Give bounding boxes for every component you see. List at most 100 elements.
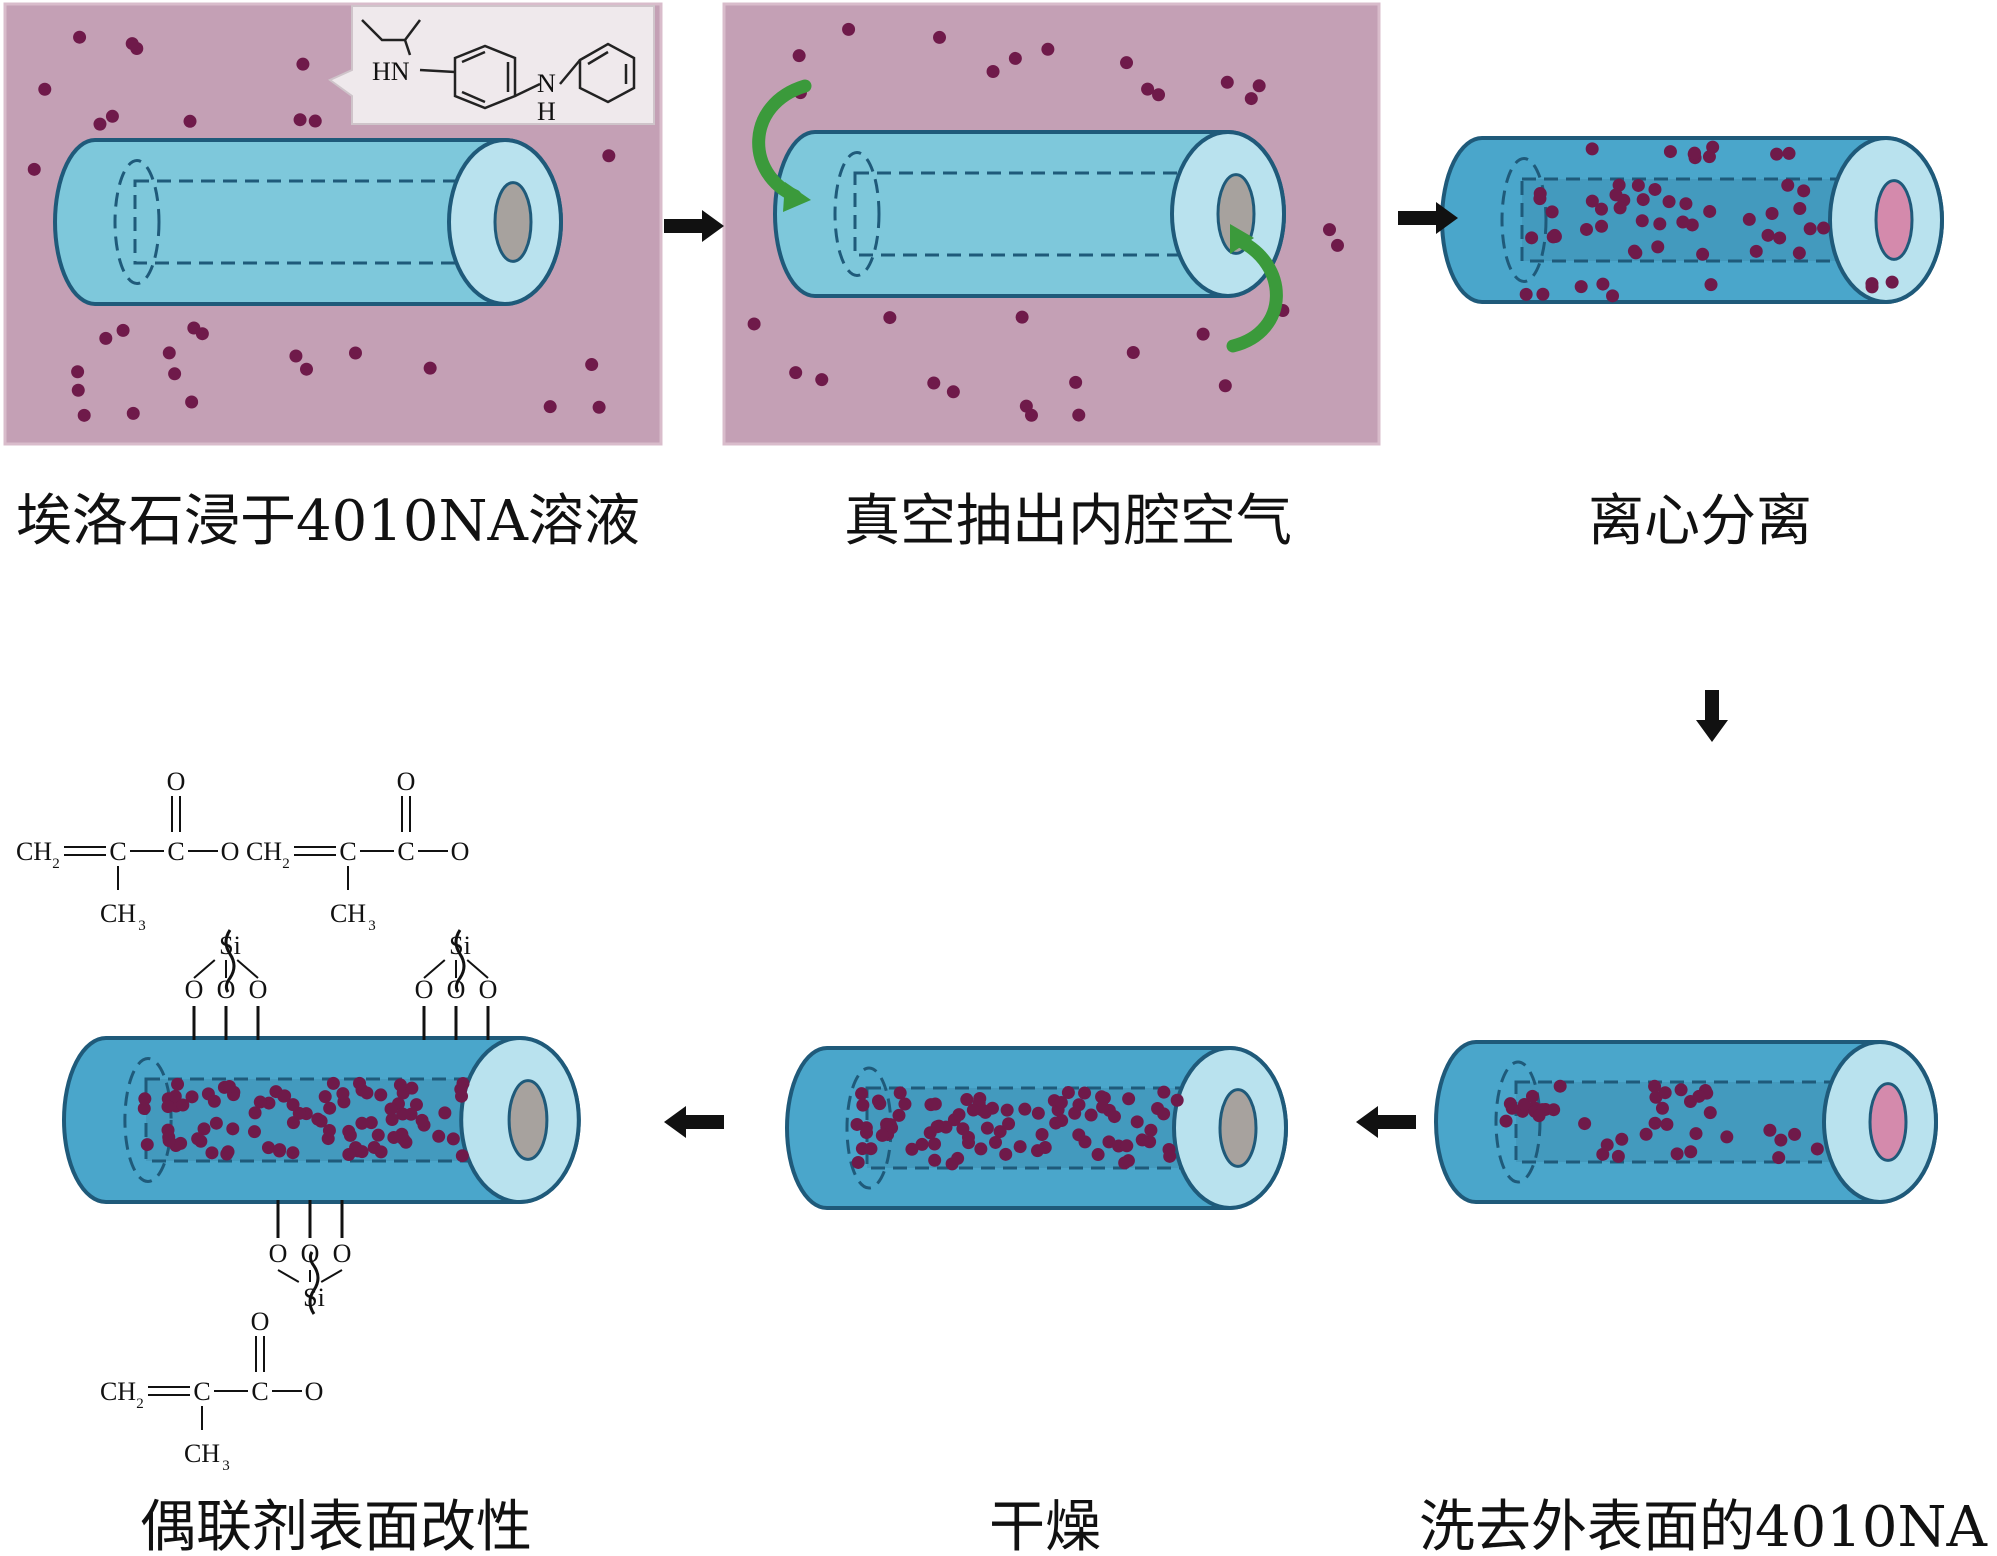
loaded-molecule-dot [336, 1087, 350, 1101]
loaded-molecule-dot [1676, 215, 1690, 229]
loaded-molecule-dot [951, 1151, 965, 1165]
process-arrow-4 [1356, 1106, 1416, 1138]
loaded-molecule-dot [898, 1097, 912, 1111]
loaded-molecule-dot [261, 1141, 275, 1155]
loaded-molecule-dot [352, 1076, 366, 1090]
loaded-molecule-dot [1773, 231, 1787, 245]
loaded-molecule-dot [1615, 1132, 1629, 1146]
loaded-molecule-dot [1078, 1086, 1092, 1100]
solution-molecule-dot [1331, 238, 1345, 252]
loaded-molecule-dot [1122, 1092, 1136, 1106]
loaded-molecule-dot [322, 1123, 336, 1137]
loaded-molecule-dot [1749, 244, 1763, 258]
caption-immerse: 埃洛石浸于4010NA溶液 [16, 489, 640, 554]
silanol-oxygen-label: O [333, 1239, 352, 1268]
loaded-molecule-dot [326, 1076, 340, 1090]
process-arrows [664, 79, 1728, 1138]
loaded-molecule-dot [355, 1145, 369, 1159]
loaded-molecule-dot [1135, 1133, 1149, 1147]
methylene-label: CH [246, 837, 282, 866]
loaded-molecule-dot [1609, 188, 1623, 202]
loaded-molecule-dot [1107, 1110, 1121, 1124]
loaded-molecule-dot [993, 1125, 1007, 1139]
green-arrow-in-head [783, 182, 811, 212]
solution-molecule-dot [185, 395, 199, 409]
green-arrow-in [752, 79, 812, 203]
loaded-molecule-dot [892, 1108, 906, 1122]
loaded-molecule-dot [1072, 1098, 1086, 1112]
surface-molecule-dot [1770, 147, 1784, 161]
solution-molecule-dot [27, 162, 41, 176]
loaded-molecule-dot [1793, 202, 1807, 216]
tube-far-end-vacuum [833, 151, 881, 277]
loaded-molecule-dot [1170, 1093, 1184, 1107]
loaded-molecule-dot [207, 1094, 221, 1108]
caption-vacuum: 真空抽出内腔空气 [844, 489, 1292, 554]
solution-molecule-dot [789, 366, 803, 380]
loaded-molecule-dot [174, 1136, 188, 1150]
solution-molecule-dot [1152, 88, 1166, 102]
solution-molecule-dot [602, 149, 616, 163]
solution-molecule-dot [933, 30, 947, 44]
silicon-label: Si [449, 931, 471, 960]
loaded-molecule-dot [871, 1094, 885, 1108]
loaded-molecule-dot [1639, 1127, 1653, 1141]
loaded-molecule-dot [446, 1132, 460, 1146]
loaded-molecule-dot [875, 1128, 889, 1142]
methylene-subscript: 2 [282, 856, 290, 872]
loaded-molecule-dot [905, 1142, 919, 1156]
loaded-molecule-dot [323, 1101, 337, 1115]
solution-molecule-dot [71, 383, 85, 397]
solution-molecule-dot [423, 361, 437, 375]
loaded-molecule-dot [404, 1107, 418, 1121]
loaded-molecule-dot [355, 1116, 369, 1130]
loaded-molecule-dot [197, 1122, 211, 1136]
loaded-molecule-dot [1655, 1101, 1669, 1115]
si-o-bond [466, 959, 489, 979]
alpha-carbon-label: C [193, 1377, 210, 1406]
loaded-molecule-dot [1684, 1145, 1698, 1159]
loaded-molecule-dot [185, 1090, 199, 1104]
loaded-molecule-dot [360, 1086, 374, 1100]
loaded-molecule-dot [1692, 1089, 1706, 1103]
solution-molecule-dot [1220, 75, 1234, 89]
loaded-molecule-dot [1517, 1097, 1531, 1111]
loaded-molecule-dot [220, 1147, 234, 1161]
loaded-molecule-dot [409, 1098, 423, 1112]
loaded-molecule-dot [1054, 1096, 1068, 1110]
solution-molecule-dot [815, 373, 829, 387]
loaded-molecule-dot [137, 1101, 151, 1115]
loaded-molecule-dot [1653, 217, 1667, 231]
alkyl-linker [224, 929, 236, 993]
solution-molecule-dot [289, 349, 303, 363]
silicon-label: Si [303, 1283, 325, 1312]
loaded-molecule-dot [855, 1087, 869, 1101]
solution-molecule-dot [1015, 310, 1029, 324]
molecule-h-label: H [537, 97, 556, 126]
loaded-molecule-dot [1084, 1108, 1098, 1122]
loaded-molecule-dot [1658, 1086, 1672, 1100]
methylene-subscript: 2 [136, 1396, 144, 1412]
loaded-molecule-dot [960, 1093, 974, 1107]
loaded-molecule-dot [1533, 187, 1547, 201]
solution-molecule-dot [77, 408, 91, 422]
solution-molecule-dot [883, 311, 897, 325]
ester-oxygen-label: O [305, 1377, 324, 1406]
surface-molecule-dot [1596, 277, 1610, 291]
loaded-molecule-dot [1031, 1106, 1045, 1120]
loaded-molecule-dot [1595, 219, 1609, 233]
loaded-molecule-dot [856, 1098, 870, 1112]
molecule-hn-label: HN [372, 57, 410, 86]
loaded-molecule-dot [286, 1116, 300, 1130]
surface-molecule-dot [1536, 287, 1550, 301]
loaded-molecule-dot [989, 1135, 1003, 1149]
loaded-molecule-dot [1061, 1086, 1075, 1100]
solution-molecule-dot [293, 113, 307, 127]
loaded-molecule-dot [1553, 1079, 1567, 1093]
loaded-molecule-dot [1121, 1154, 1135, 1168]
loaded-molecule-dot [1679, 197, 1693, 211]
alkyl-linker [454, 929, 466, 993]
solution-molecule-dot [1126, 346, 1140, 360]
solution-molecule-dot [105, 109, 119, 123]
loaded-molecule-dot [930, 1120, 944, 1134]
